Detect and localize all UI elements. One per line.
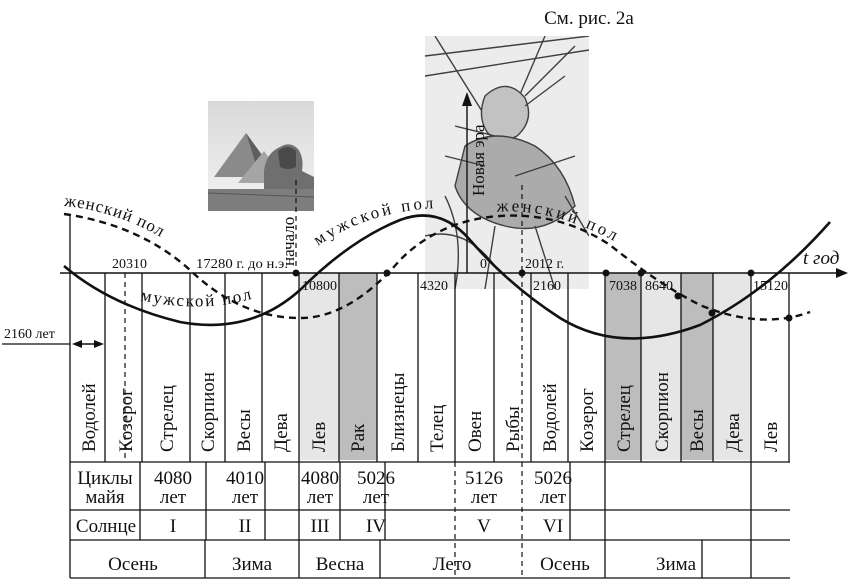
zodiac-scorpio: Скорпион <box>198 372 219 452</box>
maya-cycle-3-num: 4080 <box>301 468 339 489</box>
male-curve <box>63 214 831 340</box>
sun-label: Солнце <box>76 516 136 537</box>
shade-sagittarius <box>605 273 641 460</box>
tick-20310: 20310 <box>112 257 147 272</box>
zodiac-gemini: Близнецы <box>388 372 409 452</box>
season-1: Осень <box>108 554 158 575</box>
maya-label-1: Циклы <box>77 468 133 489</box>
zodiac-virgo-2: Дева <box>723 413 744 452</box>
zodiac-pisces: Рыбы <box>503 406 524 452</box>
maya-cycle-6-unit: лет <box>540 487 567 508</box>
maya-cycle-4-num: 5026 <box>357 468 395 489</box>
start-label: начало <box>279 217 298 266</box>
engraving-illustration <box>425 36 589 289</box>
sun-6: VI <box>543 516 563 537</box>
span-label: 2160 лет <box>4 327 55 342</box>
zodiac-capricorn-2: Козерог <box>577 388 598 452</box>
new-era-label: Новая эра <box>469 124 488 196</box>
season-5: Осень <box>540 554 590 575</box>
zodiac-sagittarius: Стрелец <box>157 385 178 452</box>
sun-5: V <box>477 516 491 537</box>
tick-10800: 10800 <box>302 279 337 294</box>
tick-15120: 15120 <box>753 279 788 294</box>
zodiac-labels: Водолей Козерог Стрелец Скорпион Весы Де… <box>79 372 782 452</box>
maya-cycle-1-unit: лет <box>160 487 187 508</box>
zodiac-cancer: Рак <box>348 423 369 452</box>
sun-4: IV <box>366 516 386 537</box>
shade-cancer <box>339 273 377 460</box>
zodiac-virgo: Дева <box>271 413 292 452</box>
season-2: Зима <box>232 554 273 575</box>
male-label-upper: мужской пол <box>310 193 437 249</box>
female-curve <box>63 212 811 321</box>
new-era-axis-arrow <box>462 92 472 106</box>
time-label: t год <box>803 248 839 269</box>
maya-cycle-4-unit: лет <box>363 487 390 508</box>
maya-cycle-3-unit: лет <box>307 487 334 508</box>
shade-virgo <box>713 273 751 460</box>
tick-17280: 17280 г. до н.э. <box>196 257 288 272</box>
shade-leo <box>299 273 339 460</box>
maya-label-2: майя <box>85 487 124 508</box>
time-axis-arrow <box>836 268 848 278</box>
zodiac-taurus: Телец <box>427 405 448 452</box>
zodiac-aquarius-2: Водолей <box>540 383 561 452</box>
zodiac-aries: Овен <box>465 411 486 452</box>
zodiac-scorpio-2: Скорпион <box>652 372 673 452</box>
tick-7038: 7038 <box>609 279 637 294</box>
male-label-lower: мужской пол <box>139 284 255 311</box>
maya-cycle-5-num: 5126 <box>465 468 503 489</box>
season-3: Весна <box>316 554 365 575</box>
zodiac-aquarius: Водолей <box>79 383 100 452</box>
shade-scorpio <box>641 273 681 460</box>
sun-2: II <box>239 516 252 537</box>
span-arrow-right <box>94 340 104 348</box>
zodiac-leo: Лев <box>309 422 330 452</box>
column-dividers <box>69 215 790 578</box>
maya-cycle-2-unit: лет <box>232 487 259 508</box>
curve-dots <box>292 269 793 322</box>
maya-cycle-2-num: 4010 <box>226 468 264 489</box>
zodiac-capricorn: Козерог <box>116 388 137 452</box>
maya-cycle-5-unit: лет <box>471 487 498 508</box>
table-grid <box>70 461 790 579</box>
tick-8640: 8640 <box>645 279 673 294</box>
top-caption: См. рис. 2а <box>544 8 634 29</box>
pyramids-sphinx-photo <box>208 101 314 211</box>
season-4: Лето <box>433 554 472 575</box>
zodiac-libra-2: Весы <box>687 409 708 452</box>
female-label-right: женский пол <box>495 196 623 246</box>
zodiac-libra: Весы <box>234 409 255 452</box>
season-6: Зима <box>656 554 697 575</box>
tick-2160: 2160 <box>533 279 561 294</box>
tick-2012: 2012 г. <box>525 257 564 272</box>
tick-4320: 4320 <box>420 279 448 294</box>
maya-cycle-6-num: 5026 <box>534 468 572 489</box>
zodiac-sagittarius-2: Стрелец <box>614 385 635 452</box>
maya-cycle-1-num: 4080 <box>154 468 192 489</box>
tick-0: 0 <box>480 257 487 272</box>
sun-1: I <box>170 516 176 537</box>
zodiac-leo-2: Лев <box>761 422 782 452</box>
sun-3: III <box>311 516 330 537</box>
span-arrow-left <box>72 340 82 348</box>
